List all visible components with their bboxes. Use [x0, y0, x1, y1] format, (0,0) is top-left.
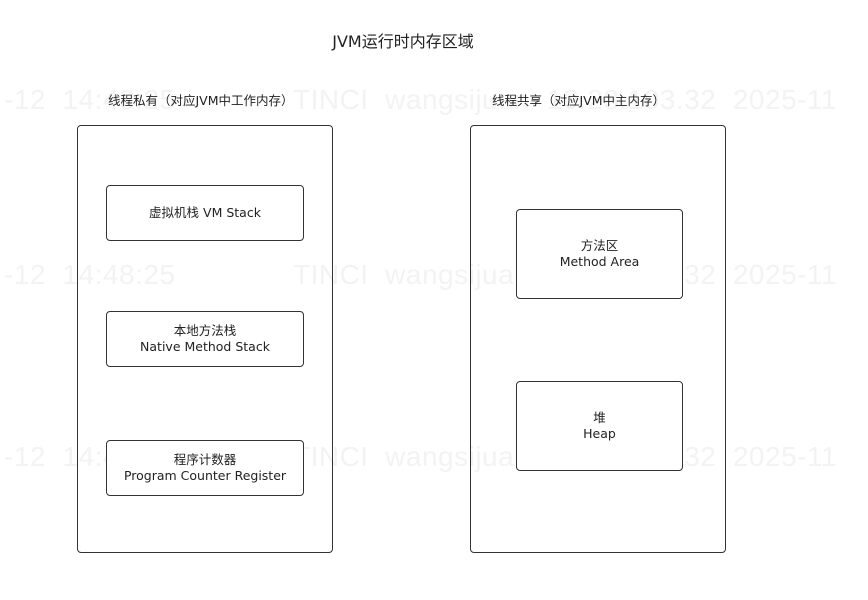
box-text: Method Area [559, 254, 640, 269]
vm-stack-box: 虚拟机栈 VM Stack [106, 185, 304, 241]
box-text: 虚拟机栈 VM Stack [149, 205, 261, 220]
box-text: Native Method Stack [140, 339, 270, 354]
box-text: 方法区 [580, 238, 619, 253]
method-area-box: 方法区 Method Area [516, 209, 683, 299]
program-counter-register-box: 程序计数器 Program Counter Register [106, 440, 304, 496]
box-text: 本地方法栈 [173, 323, 237, 338]
heap-box: 堆 Heap [516, 381, 683, 471]
diagram-title: JVM运行时内存区域 [332, 32, 474, 51]
box-text: 程序计数器 [173, 452, 237, 467]
box-text: Heap [583, 426, 616, 441]
shared-area-label: 线程共享（对应JVM中主内存） [492, 93, 666, 108]
thread-shared-container [470, 125, 726, 553]
box-text: 堆 [593, 410, 606, 425]
private-area-label: 线程私有（对应JVM中工作内存） [108, 93, 294, 108]
native-method-stack-box: 本地方法栈 Native Method Stack [106, 311, 304, 367]
thread-private-container [77, 125, 333, 553]
box-text: Program Counter Register [123, 468, 287, 483]
